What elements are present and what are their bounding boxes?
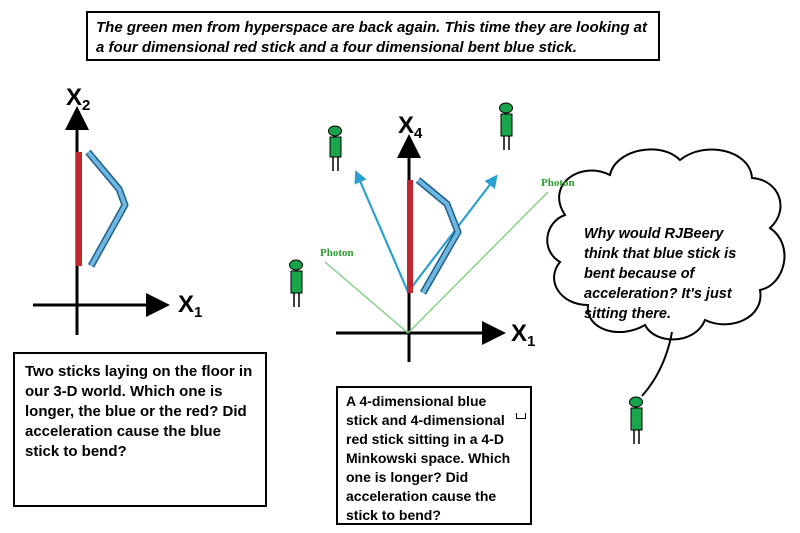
green-man-middle-left bbox=[289, 259, 303, 307]
thought-cloud bbox=[546, 148, 786, 397]
center-caption-box: A 4-dimensional blue stick and 4-dimensi… bbox=[336, 386, 532, 525]
photon-line-right bbox=[407, 191, 549, 334]
photon-label-right: Photon bbox=[541, 177, 575, 189]
left-diagram bbox=[33, 106, 170, 335]
blue-arrow-right bbox=[407, 174, 498, 293]
center-y-axis-subscript: 4 bbox=[414, 125, 423, 142]
green-man-top-right bbox=[499, 102, 513, 150]
small-bracket-mark bbox=[516, 413, 526, 419]
center-y-axis-letter: X bbox=[398, 112, 415, 139]
center-x-axis-subscript: 1 bbox=[527, 333, 536, 350]
left-blue-stick bbox=[85, 149, 129, 268]
center-y-axis-label: X4 bbox=[398, 112, 423, 142]
left-red-stick bbox=[76, 152, 82, 266]
left-y-axis-subscript: 2 bbox=[82, 97, 91, 114]
center-diagram bbox=[324, 134, 549, 362]
left-x-axis-label: X1 bbox=[178, 291, 203, 321]
left-x-axis-letter: X bbox=[178, 291, 195, 318]
center-x-axis-letter: X bbox=[511, 320, 528, 347]
green-man-bottom-right bbox=[629, 396, 643, 444]
left-y-axis-letter: X bbox=[66, 84, 83, 111]
left-caption-text: Two sticks laying on the floor in our 3-… bbox=[25, 363, 253, 460]
left-x-axis-subscript: 1 bbox=[194, 304, 203, 321]
center-red-stick bbox=[407, 180, 413, 293]
photon-line-left bbox=[324, 261, 409, 334]
thought-cloud-tail bbox=[641, 331, 673, 397]
left-blue-stick-fill bbox=[86, 150, 127, 267]
center-caption-text: A 4-dimensional blue stick and 4-dimensi… bbox=[346, 393, 511, 523]
center-x-axis-label: X1 bbox=[511, 320, 536, 350]
center-blue-stick-fill bbox=[416, 178, 460, 294]
intro-text-box: The green men from hyperspace are back a… bbox=[86, 11, 660, 61]
intro-text: The green men from hyperspace are back a… bbox=[96, 19, 648, 56]
left-y-axis-label: X2 bbox=[66, 84, 91, 114]
blue-arrow-left bbox=[354, 169, 410, 293]
green-man-top-left bbox=[328, 125, 342, 171]
photon-label-left: Photon bbox=[320, 247, 354, 259]
thought-cloud-outline bbox=[546, 148, 786, 341]
thought-text: Why would RJBeery think that blue stick … bbox=[584, 226, 737, 322]
left-caption-box: Two sticks laying on the floor in our 3-… bbox=[13, 352, 267, 507]
